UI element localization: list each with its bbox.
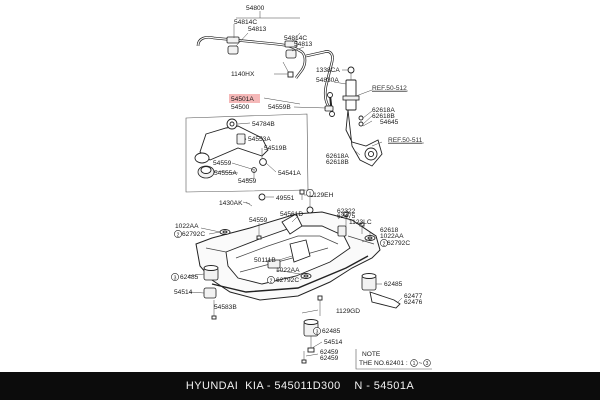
part-label[interactable]: 1129GD bbox=[336, 308, 360, 315]
part-label[interactable]: 50111B bbox=[254, 257, 276, 264]
note-marker-3: 3 bbox=[426, 361, 429, 367]
part-label[interactable]: 62322 bbox=[337, 208, 356, 215]
selected-part-highlight bbox=[229, 94, 260, 103]
part-label[interactable]: 1140HX bbox=[231, 71, 255, 78]
part-label[interactable]: 1022AA bbox=[175, 223, 199, 230]
circled-marker-2: 2 bbox=[270, 278, 273, 284]
part-label[interactable]: 62618B bbox=[372, 113, 395, 120]
circled-marker-3: 3 bbox=[316, 329, 319, 335]
part-label[interactable]: 54519B bbox=[264, 145, 287, 152]
part-label[interactable]: 62618 bbox=[380, 227, 399, 234]
part-number-footer-bar: HYUNDAI KIA - 545011D300 N - 54501A bbox=[0, 372, 600, 400]
part-label[interactable]: 54645 bbox=[380, 119, 399, 126]
part-label[interactable]: 62485 bbox=[180, 274, 199, 281]
mounts-and-bushings bbox=[203, 189, 401, 364]
ref-link-50-512[interactable]: REF.50-512 bbox=[372, 85, 407, 92]
part-label[interactable]: 54814C bbox=[234, 19, 257, 26]
part-label[interactable]: 62618B bbox=[326, 159, 349, 166]
part-label[interactable]: 54784B bbox=[252, 121, 275, 128]
part-label[interactable]: 62618A bbox=[326, 153, 349, 160]
circled-marker-2: 2 bbox=[383, 241, 386, 247]
part-label[interactable]: 54514 bbox=[324, 339, 343, 346]
part-label[interactable]: 54514 bbox=[174, 289, 193, 296]
part-label[interactable]: 62792C bbox=[182, 231, 205, 238]
circled-marker-2: 2 bbox=[177, 232, 180, 238]
ref-link-50-511[interactable]: REF.50-511 bbox=[388, 137, 423, 144]
part-label[interactable]: 62459 bbox=[320, 355, 339, 362]
leader-lines bbox=[187, 11, 403, 357]
note-range-sep: ~ bbox=[419, 360, 423, 367]
part-label[interactable]: 1129EH bbox=[310, 192, 334, 199]
note-marker-1: 1 bbox=[413, 361, 416, 367]
part-label[interactable]: 62476 bbox=[404, 299, 423, 306]
part-label[interactable]: 1430AK bbox=[219, 200, 243, 207]
part-label[interactable]: 1022AA bbox=[276, 267, 300, 274]
part-label[interactable]: 62792C bbox=[387, 240, 410, 247]
part-label-highlighted[interactable]: 54501A bbox=[231, 96, 254, 103]
footer-part-number-text: HYUNDAI KIA - 545011D300 N - 54501A bbox=[185, 380, 415, 392]
part-label[interactable]: 54800 bbox=[246, 5, 265, 12]
part-labels: 54800 54814C 54813 54814C 54813 1140HX 1… bbox=[174, 5, 423, 362]
part-label[interactable]: 54559 bbox=[213, 160, 232, 167]
part-label[interactable]: 62477 bbox=[404, 293, 423, 300]
lower-arm-box bbox=[185, 113, 309, 193]
note-text-prefix: THE NO.62401 : bbox=[359, 360, 408, 367]
circled-marker-3: 3 bbox=[174, 275, 177, 281]
part-label[interactable]: 1022AA bbox=[380, 233, 404, 240]
part-label[interactable]: 62618A bbox=[372, 107, 395, 114]
part-label[interactable]: 54500 bbox=[231, 104, 250, 111]
note-title: NOTE bbox=[362, 351, 381, 358]
part-label[interactable]: 54561D bbox=[280, 211, 303, 218]
circled-marker-1: 1 bbox=[309, 191, 312, 197]
reference-links: REF.50-512 REF.50-511 bbox=[372, 85, 424, 144]
note-box: NOTE THE NO.62401 : 1 ~ 3 bbox=[355, 349, 432, 370]
stabilizer-bar-assembly bbox=[196, 35, 334, 109]
part-label[interactable]: 62792C bbox=[276, 277, 299, 284]
strut-and-knuckle bbox=[324, 66, 383, 167]
front-subframe bbox=[195, 189, 381, 301]
part-label[interactable]: 62485 bbox=[384, 281, 403, 288]
part-label[interactable]: 62485 bbox=[322, 328, 341, 335]
part-label[interactable]: 54559 bbox=[249, 217, 268, 224]
part-label[interactable]: 1123LC bbox=[349, 219, 372, 226]
part-label[interactable]: 54559 bbox=[238, 178, 257, 185]
part-label[interactable]: 62459 bbox=[320, 349, 339, 356]
part-label[interactable]: 54555A bbox=[214, 170, 237, 177]
part-label[interactable]: 49551 bbox=[276, 195, 295, 202]
part-label[interactable]: 54814C bbox=[284, 35, 307, 42]
part-label[interactable]: 54559B bbox=[268, 104, 291, 111]
circled-reference-markers: 1 2 2 2 3 3 bbox=[171, 189, 388, 335]
part-label[interactable]: 54830A bbox=[316, 77, 339, 84]
part-label[interactable]: 54813 bbox=[248, 26, 267, 33]
part-label[interactable]: 62475 bbox=[337, 213, 356, 220]
part-label[interactable]: 54583B bbox=[214, 304, 237, 311]
part-label[interactable]: 54813 bbox=[294, 41, 313, 48]
part-label[interactable]: 54541A bbox=[278, 170, 301, 177]
exploded-parts-diagram: 54800 54814C 54813 54814C 54813 1140HX 1… bbox=[171, 5, 432, 370]
part-label[interactable]: 54553A bbox=[248, 136, 271, 143]
part-label[interactable]: 1338CA bbox=[316, 67, 340, 74]
